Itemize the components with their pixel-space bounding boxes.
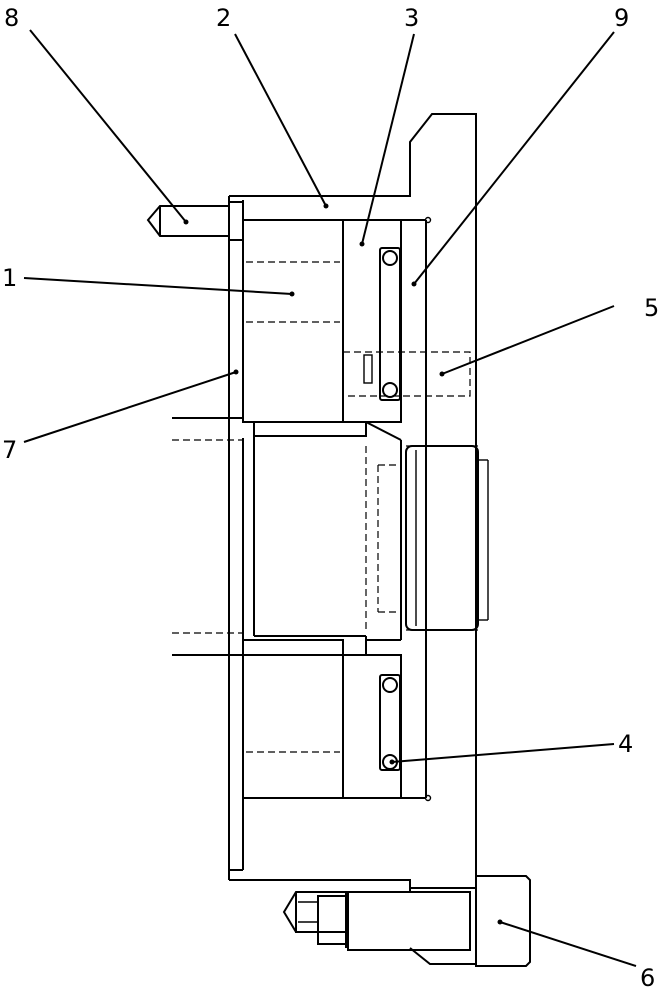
recess-hidden-line bbox=[342, 351, 471, 397]
central-hub bbox=[243, 421, 402, 656]
bottom-bolt bbox=[282, 875, 531, 967]
upper-slot bbox=[363, 247, 401, 401]
housing-outline bbox=[228, 113, 477, 888]
leader-lines bbox=[23, 29, 637, 967]
label-part-3: 3 bbox=[404, 4, 419, 32]
label-part-6: 6 bbox=[640, 964, 655, 992]
label-part-7: 7 bbox=[2, 436, 17, 464]
label-part-8: 8 bbox=[4, 4, 19, 32]
label-part-5: 5 bbox=[644, 294, 659, 322]
lower-slot bbox=[379, 674, 401, 771]
locating-pin bbox=[146, 201, 244, 241]
label-part-4: 4 bbox=[618, 730, 633, 758]
upper-rotor bbox=[342, 216, 432, 798]
right-knob bbox=[405, 445, 489, 631]
lower-block bbox=[242, 639, 344, 799]
label-part-2: 2 bbox=[216, 4, 231, 32]
shaft-stubs bbox=[172, 417, 243, 656]
end-plate bbox=[229, 200, 244, 871]
upper-block bbox=[242, 219, 344, 423]
lower-rotor bbox=[342, 654, 432, 802]
label-part-1: 1 bbox=[2, 264, 17, 292]
label-part-9: 9 bbox=[614, 4, 629, 32]
